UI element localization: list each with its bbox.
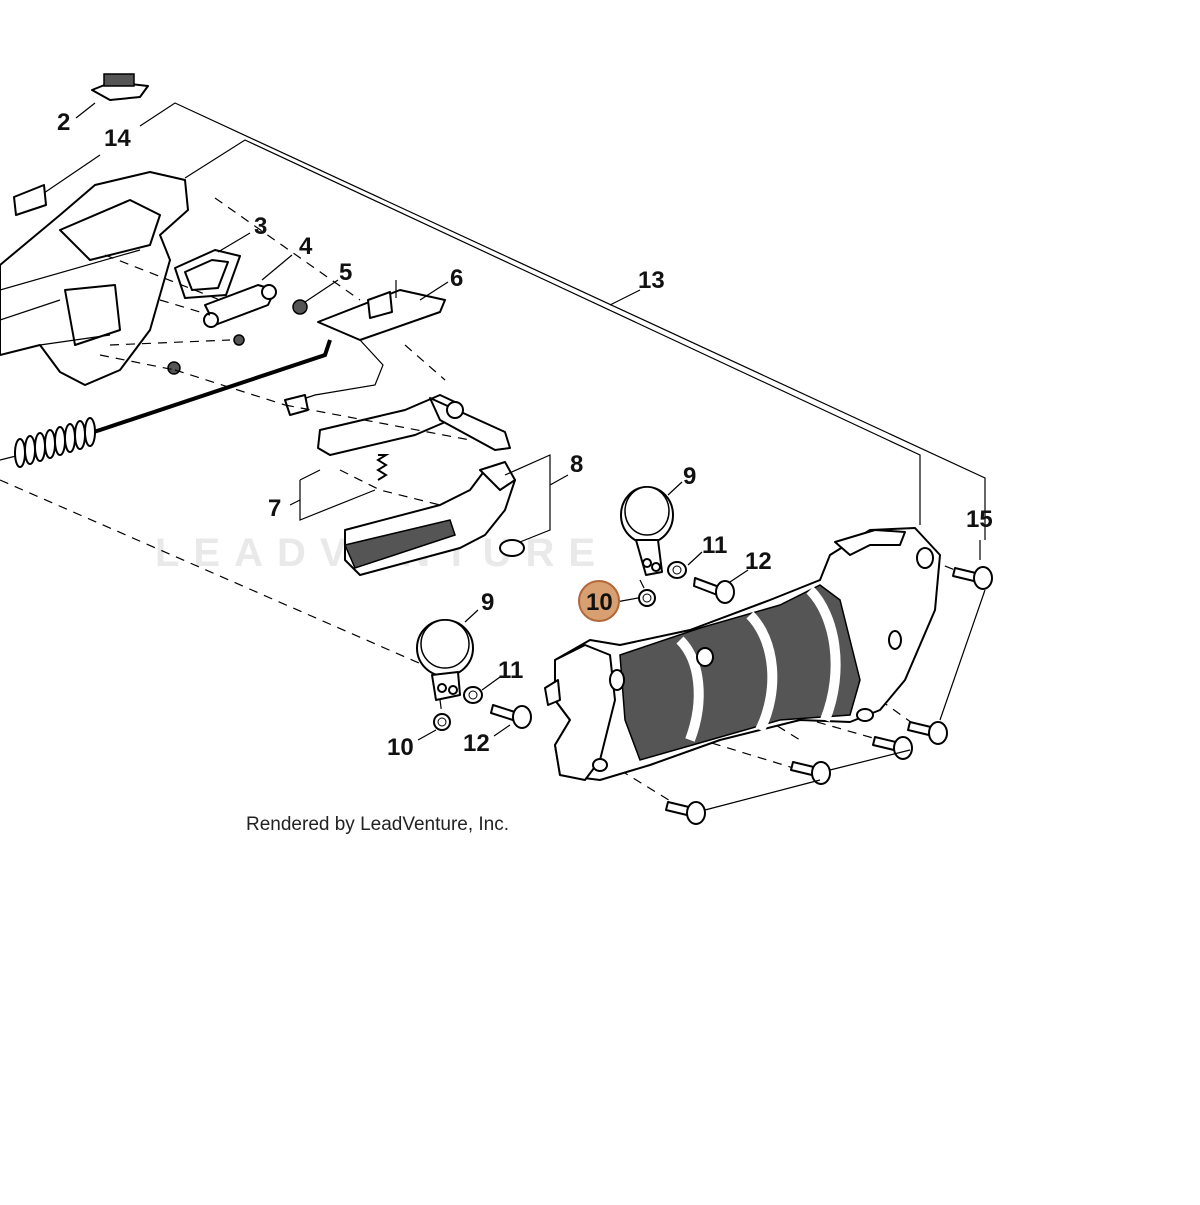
- assembly-bracket-lines: [139, 102, 986, 540]
- part-4-bracket: [203, 284, 277, 328]
- callout-11-upper[interactable]: 11: [702, 532, 727, 559]
- callout-4[interactable]: 4: [299, 233, 313, 260]
- callout-8[interactable]: 8: [570, 451, 583, 478]
- callout-5[interactable]: 5: [339, 259, 352, 286]
- screw-15e: [665, 801, 706, 825]
- part-7-lever: [299, 394, 511, 521]
- callout-2[interactable]: 2: [57, 109, 70, 136]
- callout-7[interactable]: 7: [268, 495, 281, 522]
- part-9-clamp-lower: [416, 619, 474, 701]
- callout-15[interactable]: 15: [966, 506, 993, 533]
- part-11-washer-lower: [463, 686, 483, 704]
- screw-15c: [872, 736, 913, 760]
- part-10-washer-upper: [638, 589, 656, 607]
- screw-15a: [952, 566, 993, 590]
- screw-15b: [907, 721, 948, 745]
- part-12-screw-upper: [693, 577, 735, 604]
- callout-12-lower[interactable]: 12: [463, 730, 490, 757]
- part-5-screw: [292, 299, 308, 315]
- credit-text: Rendered by LeadVenture, Inc.: [246, 814, 509, 835]
- callout-10-highlight[interactable]: [578, 580, 620, 622]
- callout-10-lower[interactable]: 10: [387, 734, 414, 761]
- callout-14[interactable]: 14: [104, 125, 131, 152]
- callout-leaders: [43, 102, 749, 741]
- part-10-washer-lower: [433, 713, 451, 731]
- callouts: 2 14 3 4 5 6 13 7 8 9 11 12 10 15 9 11 1…: [57, 109, 993, 761]
- callout-3[interactable]: 3: [254, 213, 267, 240]
- part-8-trigger: [343, 454, 551, 576]
- handle-housing: [0, 171, 189, 386]
- part-11-washer-upper: [667, 561, 687, 579]
- throttle-cable: [0, 339, 332, 468]
- rear-handle-grip: [544, 527, 941, 781]
- part-2-switch: [91, 73, 149, 101]
- callout-9-lower[interactable]: 9: [481, 589, 494, 616]
- callout-9-upper[interactable]: 9: [683, 463, 696, 490]
- callout-13[interactable]: 13: [638, 267, 665, 294]
- callout-12-upper[interactable]: 12: [745, 548, 772, 575]
- part-15-screws: [665, 540, 993, 825]
- label-plate: [13, 184, 47, 216]
- part-3-frame: [174, 249, 241, 299]
- part-9-clamp-upper: [620, 486, 674, 576]
- screw-15d: [790, 761, 831, 785]
- callout-10-upper[interactable]: 10: [586, 589, 613, 616]
- part-12-screw-lower: [490, 704, 532, 729]
- part-6-circuit-board: [284, 280, 446, 416]
- callout-11-lower[interactable]: 11: [498, 657, 523, 684]
- callout-6[interactable]: 6: [450, 265, 463, 292]
